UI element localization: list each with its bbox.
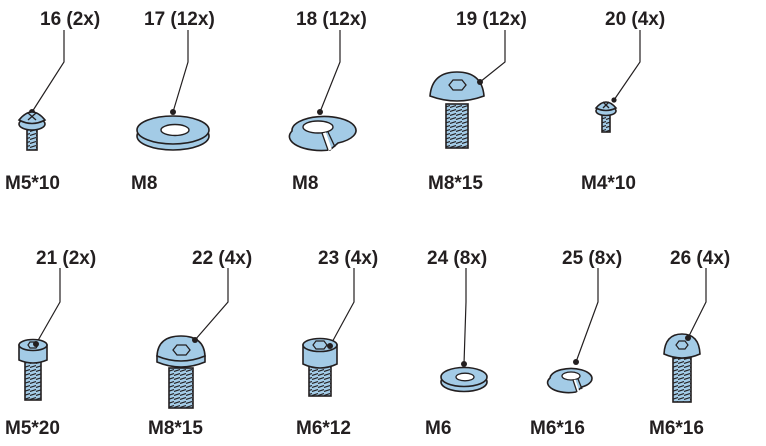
- part-22-qty-label: 22 (4x): [192, 248, 253, 269]
- part-20-size-label: M4*10: [581, 173, 636, 194]
- part-18-qty-label: 18 (12x): [296, 9, 367, 30]
- part-22-size-label: M8*15: [148, 418, 203, 439]
- part-17-size-label: M8: [131, 173, 158, 194]
- part-24-qty-label: 24 (8x): [427, 248, 488, 269]
- part-25-lock-washer-icon: [546, 268, 599, 394]
- part-19-qty-label: 19 (12x): [456, 9, 527, 30]
- part-25-size-label: M6*16: [530, 418, 585, 439]
- part-16-qty-label: 16 (2x): [40, 9, 101, 30]
- part-21-qty-label: 21 (2x): [36, 248, 97, 269]
- part-19-size-label: M8*15: [428, 173, 483, 194]
- part-16-size-label: M5*10: [5, 173, 60, 194]
- part-22-flange-screw-icon: [156, 268, 229, 409]
- part-24-washer-icon: [440, 268, 488, 393]
- part-17-washer-icon: [136, 30, 210, 151]
- part-18-size-label: M8: [292, 173, 319, 194]
- part-23-size-label: M6*12: [296, 418, 351, 439]
- part-26-qty-label: 26 (4x): [670, 248, 731, 269]
- part-19-button-screw-icon: [429, 30, 506, 149]
- part-16-screw-icon: [17, 30, 65, 151]
- part-25-qty-label: 25 (8x): [562, 248, 623, 269]
- part-18-lock-washer-icon: [288, 30, 357, 152]
- part-20-qty-label: 20 (4x): [605, 9, 666, 30]
- part-21-socket-screw-icon: [18, 268, 61, 401]
- part-17-qty-label: 17 (12x): [144, 9, 215, 30]
- part-24-size-label: M6: [425, 418, 452, 439]
- part-20-screw-icon: [594, 30, 641, 133]
- part-26-button-screw-icon: [663, 268, 707, 403]
- part-23-socket-screw-icon: [302, 268, 355, 397]
- part-23-qty-label: 23 (4x): [318, 248, 379, 269]
- part-21-size-label: M5*20: [5, 418, 60, 439]
- part-26-size-label: M6*16: [649, 418, 704, 439]
